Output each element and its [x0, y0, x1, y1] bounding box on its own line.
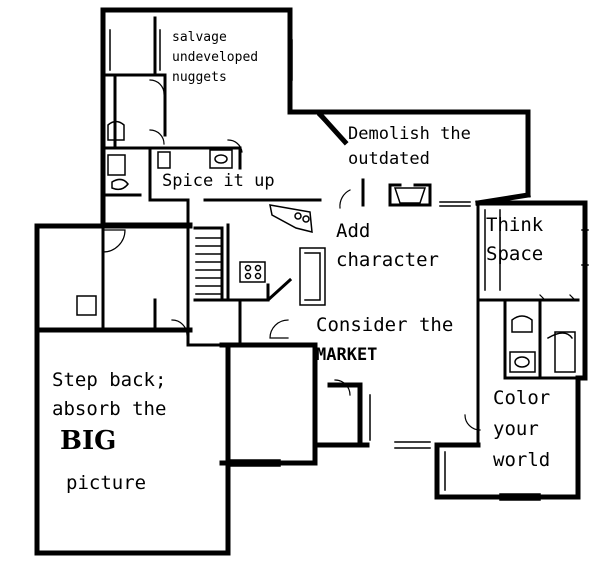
label-demolish-line1: Demolish the — [348, 124, 471, 144]
label-think-line1: Think — [486, 214, 544, 236]
outer-walls — [34, 7, 588, 556]
label-salvage-line1: salvage — [172, 30, 227, 45]
label-consider-line2: MARKET — [316, 345, 378, 365]
label-step-line2: absorb the — [52, 398, 167, 420]
label-color-line1: Color — [493, 387, 551, 409]
fixtures — [76, 29, 589, 501]
label-color-line2: your — [493, 418, 539, 440]
label-color-line3: world — [493, 449, 551, 471]
label-add-line2: character — [336, 249, 439, 271]
door-swings — [102, 79, 576, 431]
label-salvage-line3: nuggets — [172, 70, 227, 85]
interior-walls — [101, 16, 587, 447]
label-consider-line1: Consider the — [316, 314, 454, 336]
label-demolish-line2: outdated — [348, 149, 430, 169]
label-add-line1: Add — [336, 220, 371, 242]
label-salvage-line2: undeveloped — [172, 50, 259, 65]
label-step-line1: Step back; — [52, 369, 167, 391]
label-spice: Spice it up — [162, 171, 275, 191]
label-step-line4: picture — [66, 472, 147, 494]
label-step-line3: BIG — [60, 426, 117, 456]
label-think-line2: Space — [486, 243, 544, 265]
